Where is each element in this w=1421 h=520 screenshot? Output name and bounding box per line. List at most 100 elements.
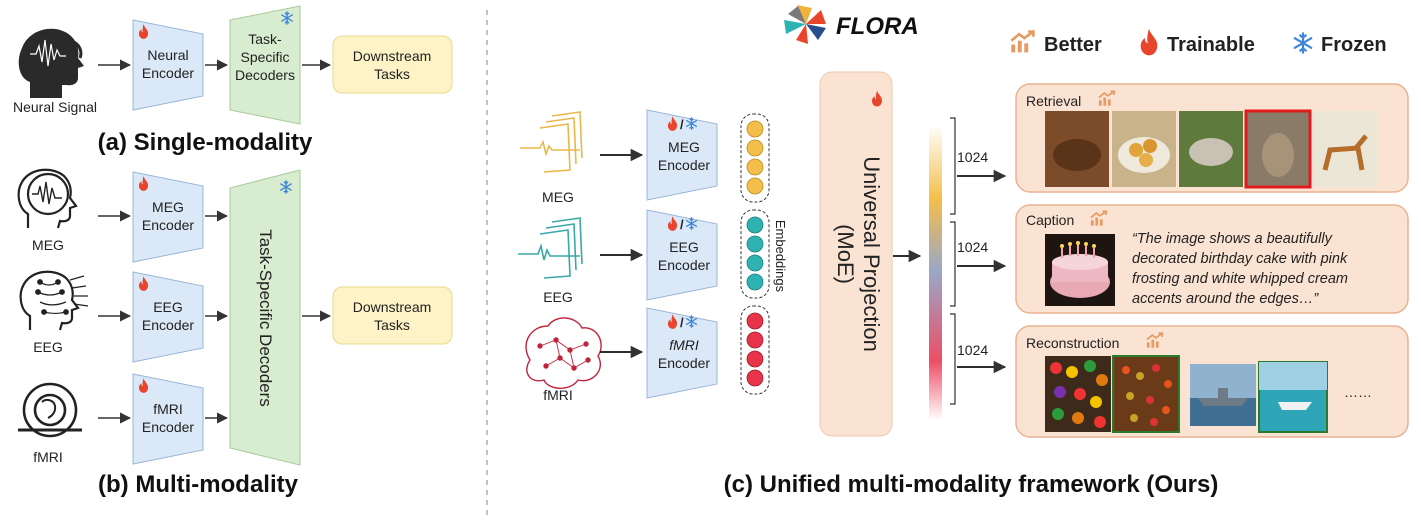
flora-logo-icon bbox=[784, 5, 826, 44]
reconstruction-title: Reconstruction bbox=[1026, 335, 1119, 351]
downstream-label-2: Tasks bbox=[374, 66, 410, 82]
legend-frozen: Frozen bbox=[1321, 34, 1387, 56]
meg-encoder-c-label-1: MEG bbox=[668, 139, 700, 155]
downstream-b-label-2: Tasks bbox=[374, 317, 410, 333]
retrieval-images bbox=[1045, 109, 1377, 189]
downstream-label-1: Downstream bbox=[353, 48, 432, 64]
bracket-caption bbox=[950, 221, 956, 307]
meg-encoder-c-label-2: Encoder bbox=[658, 157, 710, 173]
retrieval-title: Retrieval bbox=[1026, 93, 1081, 109]
dim-label-caption: 1024 bbox=[957, 239, 988, 255]
meg-input-label: MEG bbox=[542, 189, 574, 205]
bracket-reconstruction bbox=[950, 313, 956, 405]
dim-label-reconstruction: 1024 bbox=[957, 342, 988, 358]
fmri-encoder-c-label-1: fMRI bbox=[669, 337, 699, 353]
meg-head-icon bbox=[17, 168, 78, 229]
reconstruction-ellipsis: …… bbox=[1344, 384, 1372, 400]
eeg-encoder-box bbox=[132, 271, 204, 363]
unified-feature-bar bbox=[929, 125, 942, 420]
bracket-retrieval bbox=[950, 117, 956, 215]
meg-encoder-label-1: MEG bbox=[152, 199, 184, 215]
eeg-embedding-dot bbox=[746, 216, 764, 234]
eeg-embedding-dot bbox=[746, 273, 764, 291]
panel-b: MEG EEG fMRI MEG Encoder EEG bbox=[17, 168, 453, 498]
eeg-embeddings-column bbox=[740, 209, 770, 299]
embeddings-label: Embeddings bbox=[773, 220, 788, 293]
task-specific-decoders-label: Task-Specific Decoders bbox=[256, 229, 275, 407]
fmri-scanner-icon bbox=[18, 382, 82, 438]
meg-embeddings-column bbox=[740, 113, 770, 203]
fmri-embedding-dot bbox=[746, 350, 764, 368]
eeg-embedding-dot bbox=[746, 254, 764, 272]
frozen-snowflake-icon bbox=[1293, 32, 1313, 54]
dim-label-retrieval: 1024 bbox=[957, 149, 988, 165]
task-decoder-box bbox=[229, 5, 301, 125]
fmri-embedding-dot bbox=[746, 369, 764, 387]
slash-glyph: / bbox=[680, 117, 684, 132]
legend-trainable: Trainable bbox=[1167, 34, 1255, 56]
downstream-b-label-1: Downstream bbox=[353, 299, 432, 315]
fmri-encoder-label-1: fMRI bbox=[153, 401, 183, 417]
fmri-brain-icon bbox=[525, 317, 602, 389]
fmri-encoder-label-2: Encoder bbox=[142, 419, 194, 435]
eeg-encoder-c-label-1: EEG bbox=[669, 239, 699, 255]
caption-b: (b) Multi-modality bbox=[98, 471, 299, 498]
task-decoder-label-3: Decoders bbox=[235, 67, 295, 83]
meg-embedding-dot bbox=[746, 120, 764, 138]
fmri-encoder-c-label-2: Encoder bbox=[658, 355, 710, 371]
eeg-embedding-dot bbox=[746, 235, 764, 253]
fmri-label: fMRI bbox=[33, 449, 63, 465]
downstream-tasks-box-b bbox=[332, 286, 453, 345]
caption-text-line-4: accents around the edges…” bbox=[1132, 291, 1319, 307]
eeg-signal-icon bbox=[518, 217, 583, 279]
slash-glyph: / bbox=[680, 217, 684, 232]
caption-title: Caption bbox=[1026, 212, 1074, 228]
fmri-embedding-dot bbox=[746, 312, 764, 330]
fmri-encoder-box bbox=[132, 373, 204, 465]
caption-a: (a) Single-modality bbox=[98, 129, 313, 156]
meg-embedding-dot bbox=[746, 158, 764, 176]
meg-label: MEG bbox=[32, 237, 64, 253]
fmri-input-label: fMRI bbox=[543, 387, 573, 403]
meg-encoder-label-2: Encoder bbox=[142, 217, 194, 233]
projection-label-1: Universal Projection bbox=[859, 156, 884, 352]
jellybeans-reconstructed-image bbox=[1112, 355, 1180, 433]
panel-a: Neural Signal Neural Encoder Task- Speci… bbox=[13, 5, 453, 156]
panel-c: FLORA Better Trainable Frozen MEG EEG bbox=[518, 5, 1409, 498]
eeg-encoder-label-2: Encoder bbox=[142, 317, 194, 333]
meg-embedding-dot bbox=[746, 177, 764, 195]
flora-logo-text: FLORA bbox=[836, 13, 919, 40]
projection-label-2: (MoE) bbox=[833, 224, 858, 284]
caption-text-line-1: “The image shows a beautifully bbox=[1132, 231, 1333, 247]
neural-encoder-label-1: Neural bbox=[147, 47, 188, 63]
neural-signal-head-icon bbox=[18, 28, 85, 98]
task-decoder-label-2: Specific bbox=[240, 49, 289, 65]
downstream-tasks-box bbox=[332, 35, 453, 94]
task-decoder-label-1: Task- bbox=[248, 31, 282, 47]
legend-better: Better bbox=[1044, 34, 1102, 56]
meg-signal-icon bbox=[520, 111, 583, 173]
meg-encoder-box bbox=[132, 171, 204, 263]
fmri-embeddings-column bbox=[740, 305, 770, 395]
neural-encoder-label-2: Encoder bbox=[142, 65, 194, 81]
eeg-encoder-c-label-2: Encoder bbox=[658, 257, 710, 273]
universal-projection-box bbox=[819, 71, 893, 437]
trainable-flame-icon bbox=[1140, 28, 1158, 56]
eeg-label: EEG bbox=[33, 339, 63, 355]
eeg-head-icon bbox=[19, 270, 89, 331]
neural-signal-label: Neural Signal bbox=[13, 99, 97, 115]
caption-c: (c) Unified multi-modality framework (Ou… bbox=[724, 471, 1219, 498]
meg-embedding-dot bbox=[746, 139, 764, 157]
eeg-input-label: EEG bbox=[543, 289, 573, 305]
neural-encoder-box bbox=[132, 19, 204, 111]
birthday-cake-image bbox=[1045, 234, 1115, 306]
better-trend-icon bbox=[1010, 30, 1035, 54]
eeg-encoder-label-1: EEG bbox=[153, 299, 183, 315]
slash-glyph: / bbox=[680, 315, 684, 330]
fmri-embedding-dot bbox=[746, 331, 764, 349]
task-specific-decoders-box bbox=[229, 169, 301, 466]
reconstruction-images bbox=[1045, 355, 1328, 433]
caption-text-line-2: decorated birthday cake with pink bbox=[1132, 251, 1348, 267]
